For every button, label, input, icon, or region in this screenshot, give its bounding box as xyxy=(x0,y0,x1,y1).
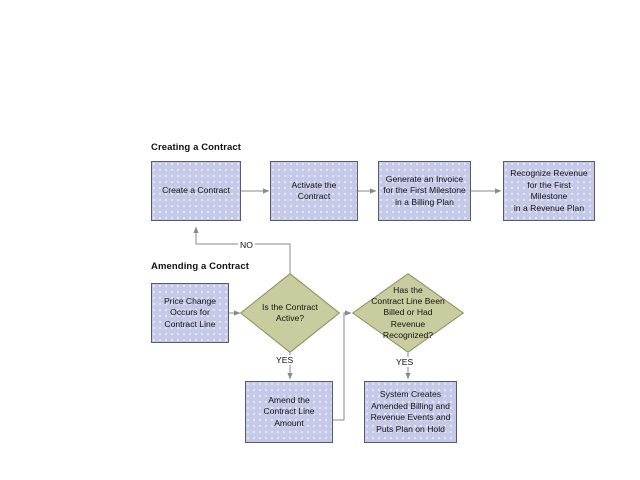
edge-label-no: NO xyxy=(238,240,255,250)
connector-amend-to-billed xyxy=(332,310,352,421)
node-create-a-contract[interactable]: Create a Contract xyxy=(151,161,241,221)
diamond-shape xyxy=(240,273,340,353)
edge-label-yes-billed: YES xyxy=(394,357,416,367)
edge-label-yes-contract-active: YES xyxy=(274,355,296,365)
node-label: Create a Contract xyxy=(162,185,230,196)
diamond-shape xyxy=(352,273,464,353)
section-heading-amending-a-contract: Amending a Contract xyxy=(151,261,249,272)
section-heading-creating-a-contract: Creating a Contract xyxy=(151,142,242,153)
